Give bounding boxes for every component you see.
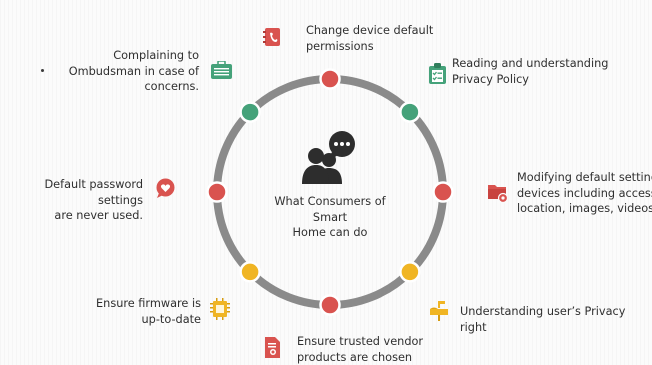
folder-settings-icon [487, 181, 509, 208]
certified-document-icon [264, 337, 282, 364]
briefcase-icon [211, 60, 232, 85]
firmware-chip-icon [210, 298, 230, 325]
center-label: What Consumers of Smart Home can do [274, 195, 386, 239]
ring-node-green [399, 101, 421, 123]
item-label-trusted-vendor: Ensure trusted vendor products are chose… [297, 335, 424, 364]
item-label-change-permissions: Change device default permissions [306, 24, 434, 53]
ring-node-red [319, 68, 341, 90]
item-label-modify-settings: Modifying default settings devices inclu… [517, 171, 652, 215]
item-label-ombudsman: Complaining to Ombudsman in case of conc… [68, 49, 199, 93]
ring-node-red [319, 294, 341, 316]
consumer-chat-icon [302, 131, 355, 184]
item-label-firmware: Ensure firmware is up-to-date [96, 297, 201, 326]
mailbox-icon [429, 301, 451, 326]
item-label-privacy-policy: Reading and understanding Privacy Policy [452, 57, 609, 86]
heart-chat-icon [155, 178, 176, 204]
ring-node-yellow [399, 261, 421, 283]
ring-node-green [239, 101, 261, 123]
item-label-default-password: Default password settings are never used… [44, 178, 143, 222]
stray-dot [41, 69, 44, 72]
contacts-book-icon [263, 27, 283, 52]
ring-node-red [432, 181, 454, 203]
ring-node-yellow [239, 261, 261, 283]
clipboard-checklist-icon [428, 63, 447, 90]
ring-nodes [206, 68, 454, 316]
ring-node-red [206, 181, 228, 203]
item-label-privacy-right: Understanding user’s Privacy right [460, 305, 626, 334]
